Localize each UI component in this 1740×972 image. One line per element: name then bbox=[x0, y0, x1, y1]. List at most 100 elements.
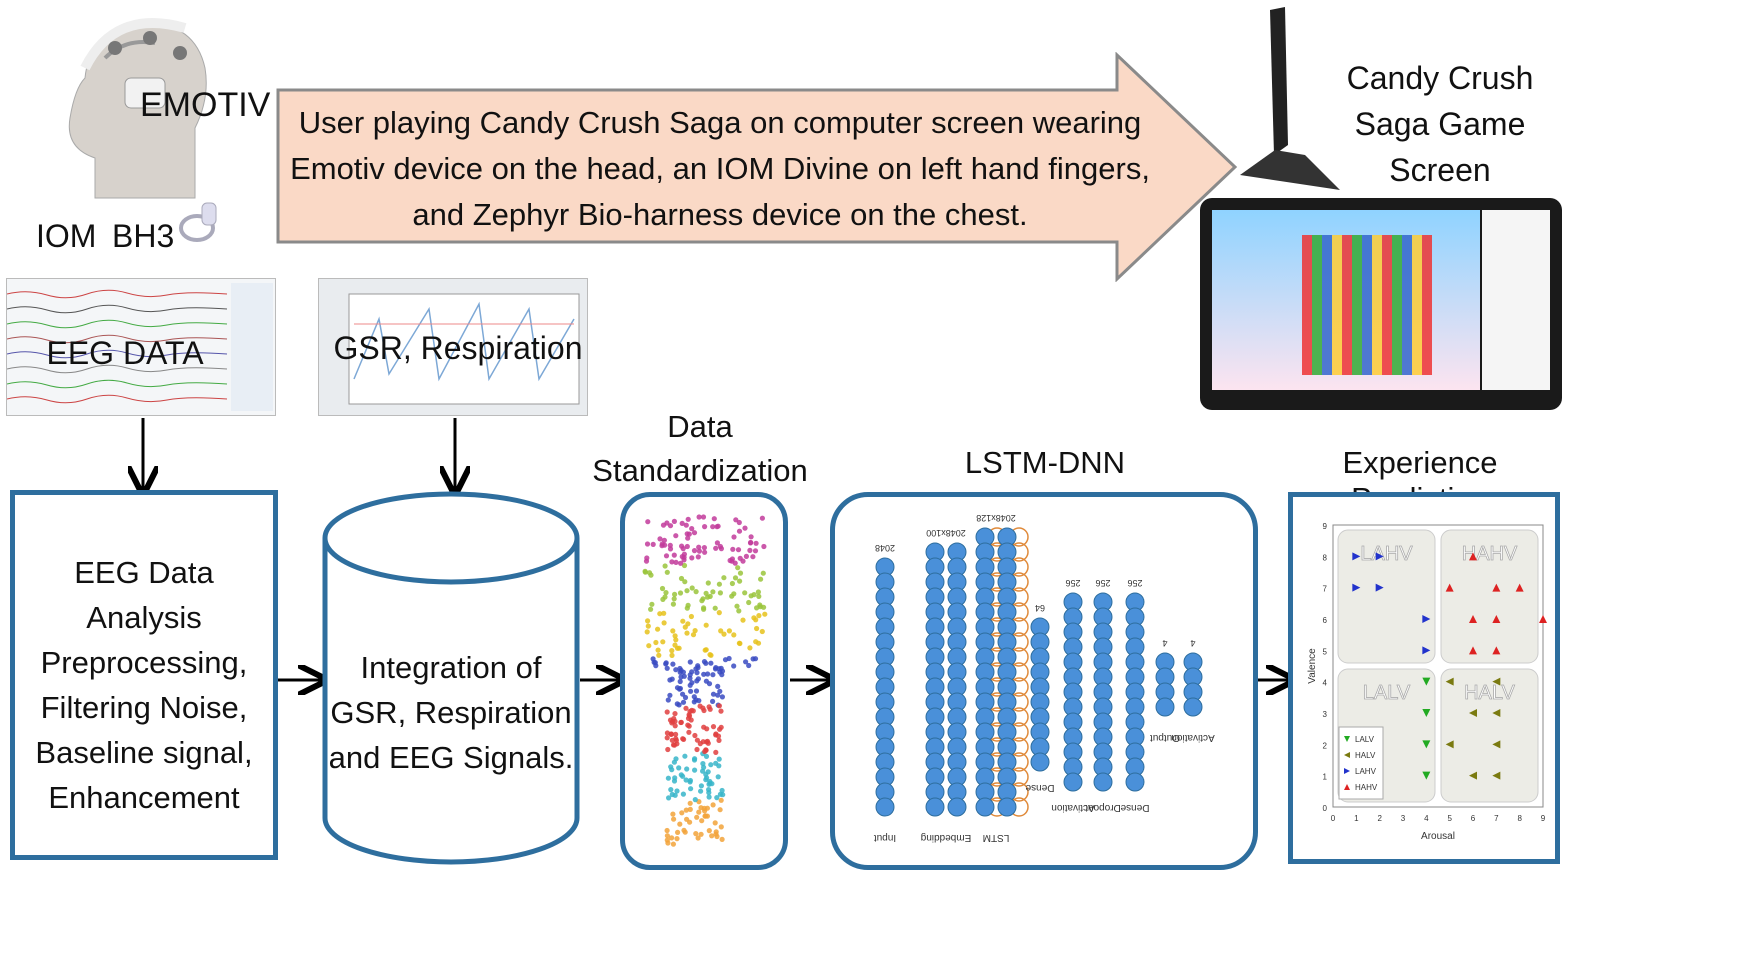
nn-neuron bbox=[925, 797, 945, 817]
scatter-dot bbox=[682, 753, 688, 759]
scatter-dot bbox=[686, 723, 692, 729]
scatter-dot bbox=[761, 543, 767, 550]
chart-marker bbox=[1469, 771, 1477, 780]
scatter-dot bbox=[677, 590, 684, 596]
scatter-dot bbox=[655, 647, 661, 653]
scatter-dot bbox=[664, 735, 670, 741]
scatter-dot bbox=[674, 836, 680, 842]
eeg-analysis-box: EEG Data Analysis Preprocessing, Filteri… bbox=[10, 490, 278, 860]
chart-marker bbox=[1515, 583, 1524, 592]
scatter-dot bbox=[675, 829, 681, 835]
game-title-line: Screen bbox=[1389, 152, 1491, 188]
scatter-dot bbox=[688, 717, 694, 723]
scatter-dot bbox=[753, 540, 759, 546]
scatter-dot bbox=[669, 791, 675, 798]
scatter-dot bbox=[737, 578, 743, 584]
scatter-dot bbox=[674, 645, 681, 651]
scatter-dot bbox=[669, 835, 675, 841]
scatter-dot bbox=[736, 519, 742, 526]
scatter-dot bbox=[713, 545, 719, 551]
scatter-dot bbox=[678, 560, 684, 566]
y-axis-label: Valence bbox=[1307, 648, 1318, 684]
scatter-dot bbox=[700, 705, 706, 711]
scatter-dot bbox=[716, 581, 722, 587]
chart-marker bbox=[1492, 615, 1501, 623]
scatter-dot bbox=[664, 833, 670, 839]
scatter-dot bbox=[710, 524, 716, 530]
nn-layer-size: 256 bbox=[1065, 578, 1080, 588]
eeg-data-thumbnail bbox=[6, 278, 276, 416]
scatter-dot bbox=[705, 769, 711, 775]
scatter-dot bbox=[708, 660, 714, 666]
scatter-dot bbox=[707, 780, 713, 786]
scatter-dot bbox=[746, 599, 752, 606]
x-tick-label: 9 bbox=[1541, 814, 1546, 823]
scatter-dot bbox=[717, 807, 723, 813]
legend-marker bbox=[1344, 784, 1350, 790]
scatter-dot bbox=[760, 570, 766, 576]
scatter-dot bbox=[699, 818, 705, 824]
y-tick-label: 8 bbox=[1323, 553, 1328, 562]
scatter-dot bbox=[684, 588, 690, 594]
chart-marker bbox=[1422, 771, 1431, 780]
scatter-dot bbox=[649, 601, 655, 607]
scatter-dot bbox=[672, 633, 678, 639]
scatter-dot bbox=[680, 669, 686, 675]
eeg-analysis-line: EEG Data bbox=[74, 555, 214, 590]
game-title-line: Saga Game bbox=[1354, 106, 1526, 142]
scatter-dot bbox=[735, 565, 741, 571]
scatter-dot bbox=[752, 548, 759, 554]
scatter-dot bbox=[740, 617, 746, 623]
scatter-dot bbox=[694, 670, 700, 676]
scatter-dot bbox=[667, 523, 674, 529]
scatter-dot bbox=[756, 593, 762, 599]
scatter-dot bbox=[673, 667, 679, 673]
scatter-dot bbox=[717, 726, 723, 732]
chart-marker bbox=[1352, 552, 1361, 561]
scatter-dot bbox=[659, 585, 666, 592]
quadrant-panel bbox=[1440, 668, 1539, 803]
scatter-dot bbox=[683, 522, 689, 528]
scatter-dot bbox=[740, 558, 746, 564]
scatter-dot bbox=[713, 749, 719, 755]
chart-marker bbox=[1469, 646, 1477, 655]
scatter-dot bbox=[685, 516, 691, 522]
scatter-dot bbox=[689, 555, 695, 561]
scatter-dot bbox=[678, 575, 685, 582]
scatter-dot bbox=[684, 816, 690, 822]
scatter-dot bbox=[664, 569, 670, 575]
scatter-dot bbox=[718, 628, 724, 634]
scatter-dot bbox=[673, 559, 679, 565]
scatter-dot bbox=[695, 554, 701, 560]
scatter-dot bbox=[742, 590, 748, 596]
chart-marker bbox=[1422, 740, 1431, 749]
scatter-dot bbox=[721, 631, 727, 637]
scatter-dot bbox=[662, 563, 668, 569]
scatter-dot bbox=[663, 660, 669, 666]
scatter-dot bbox=[670, 601, 676, 607]
chart-marker bbox=[1445, 740, 1454, 749]
scatter-dot bbox=[748, 539, 754, 546]
scatter-dot bbox=[701, 545, 707, 551]
scatter-dot bbox=[698, 831, 704, 837]
iom-label: IOM bbox=[36, 218, 97, 254]
scatter-dot bbox=[747, 645, 753, 651]
legend-marker bbox=[1344, 736, 1350, 742]
scatter-dot bbox=[661, 620, 667, 626]
integration-cylinder bbox=[320, 488, 582, 868]
scatter-dot bbox=[700, 768, 706, 774]
scatter-dot bbox=[691, 694, 697, 700]
scatter-dot bbox=[665, 697, 671, 703]
chart-marker bbox=[1352, 583, 1361, 592]
scatter-dot bbox=[696, 548, 702, 554]
scatter-dot bbox=[726, 655, 732, 662]
scatter-dot bbox=[702, 748, 708, 755]
chart-marker bbox=[1492, 646, 1501, 655]
scatter-dot bbox=[734, 603, 740, 609]
scatter-dot bbox=[710, 691, 717, 697]
scatter-dot bbox=[689, 585, 695, 591]
scatter-dot bbox=[687, 682, 693, 688]
